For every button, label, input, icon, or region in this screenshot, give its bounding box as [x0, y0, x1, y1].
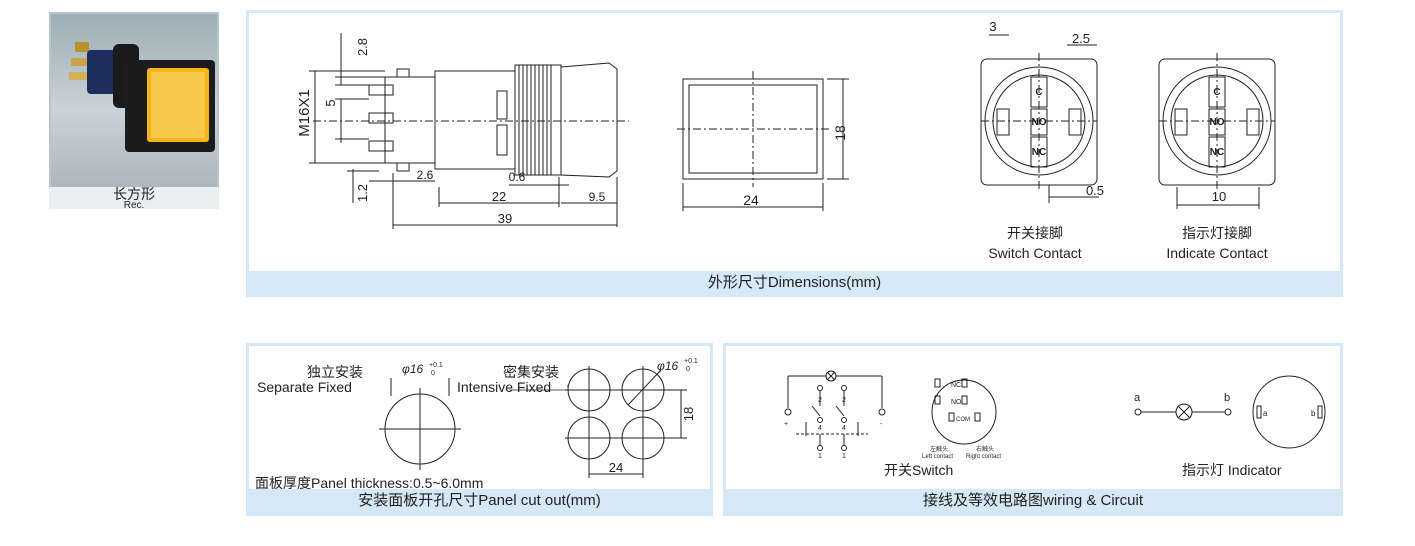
dimension-drawing: 2.8 M16X1 5 1.2 2.6 0.6 22 9.5 39 24 18 … [296, 19, 1276, 261]
indicate-pin-c: C [1213, 87, 1220, 98]
switch-pin-no-label: NO [951, 399, 962, 406]
cutout-dim-24: 24 [609, 460, 623, 475]
switch-pin-c: C [1035, 87, 1042, 98]
indicate-contact-cn: 指示灯接脚 [1182, 225, 1252, 241]
indicator-pin-b: b [1311, 409, 1316, 418]
dim-0-5: 0.5 [1086, 183, 1104, 198]
product-caption: 长方形 Rec. [49, 186, 219, 211]
dim-thread: M16X1 [296, 89, 313, 137]
right-contact-en: Right contact [966, 454, 1001, 460]
cutout-panel: φ16 +0.1 0 φ16 +0.1 0 18 24 独立安装 Separat… [246, 343, 713, 516]
indicator-node-a: a [1134, 392, 1141, 404]
separate-cn: 独立安装 [307, 364, 363, 380]
right-contact-cn: 右触头 [976, 445, 994, 453]
wiring-title: 接线及等效电路图wiring & Circuit [922, 492, 1144, 509]
indicator-node-b: b [1224, 392, 1230, 404]
switch-node-2b: 2 [842, 397, 846, 404]
wiring-drawing: + - 2 2 4 4 1 1 NC NO COM 左触头 Left conta… [784, 370, 1326, 460]
dim-0-6: 0.6 [509, 170, 526, 184]
indicate-contact-en: Indicate Contact [1166, 245, 1267, 261]
indicator-pin-circle [1252, 375, 1326, 449]
indicate-pin-no: NO [1210, 117, 1225, 128]
bezel [514, 64, 562, 176]
dim-3: 3 [989, 19, 996, 34]
dim-22: 22 [492, 189, 506, 204]
dim-1-2: 1.2 [355, 184, 370, 202]
switch-label: 开关Switch [884, 462, 954, 478]
indicate-pin-nc: NC [1210, 147, 1224, 158]
cap [560, 62, 618, 178]
switch-minus: - [880, 421, 883, 428]
left-contact-en: Left contact [922, 454, 953, 460]
intensive-en: Intensive Fixed [457, 379, 552, 395]
intensive-tol-lower: 0 [686, 366, 690, 373]
left-contact-cn: 左触头 [930, 445, 948, 453]
switch-contact-en: Switch Contact [988, 245, 1081, 261]
dimensions-title-bar: 外形尺寸Dimensions(mm) [249, 271, 1340, 294]
separate-en: Separate Fixed [257, 379, 352, 395]
product-thumbnail: 长方形 Rec. [49, 12, 219, 211]
switch-node-1b: 1 [842, 453, 846, 460]
switch-pin-nc-label: NC [951, 382, 961, 389]
dim-2-5: 2.5 [1072, 31, 1090, 46]
cutout-dim-18: 18 [681, 407, 696, 421]
cutout-title: 安装面板开孔尺寸Panel cut out(mm) [358, 492, 601, 509]
product-name-cn: 长方形 [113, 186, 155, 202]
switch-node-1a: 1 [818, 453, 822, 460]
wiring-panel: + - 2 2 4 4 1 1 NC NO COM 左触头 Left conta… [723, 343, 1343, 516]
switch-pin-com-label: COM [956, 417, 970, 423]
switch-pin-nc: NC [1032, 147, 1046, 158]
cutout-drawing: φ16 +0.1 0 φ16 +0.1 0 18 24 [379, 358, 698, 478]
product-photo [51, 14, 217, 189]
dim-2-6: 2.6 [417, 168, 434, 182]
dim-18: 18 [832, 125, 848, 141]
indicator-label: 指示灯 Indicator [1182, 462, 1282, 478]
dim-24: 24 [743, 192, 759, 208]
switch-node-4a: 4 [818, 425, 822, 432]
separate-tol-lower: 0 [431, 370, 435, 377]
dim-39: 39 [498, 211, 512, 226]
switch-pin-no: NO [1032, 117, 1047, 128]
switch-node-4b: 4 [842, 425, 846, 432]
dim-2-8: 2.8 [355, 38, 370, 56]
switch-pin-circle [931, 379, 997, 445]
panel-thickness: 面板厚度Panel thickness:0.5~6.0mm [255, 475, 484, 491]
indicator-pin-a: a [1263, 409, 1268, 418]
cutout-title-bar: 安装面板开孔尺寸Panel cut out(mm) [249, 489, 710, 513]
separate-phi: φ16 [402, 362, 424, 376]
indicator-lamp-symbol [1175, 403, 1193, 421]
switch-plus: + [784, 421, 788, 428]
intensive-cn: 密集安装 [503, 364, 559, 380]
switch-node-2a: 2 [818, 397, 822, 404]
dim-5: 5 [323, 99, 338, 106]
housing-mid [434, 70, 516, 170]
dimensions-title: 外形尺寸Dimensions(mm) [707, 274, 882, 291]
intensive-phi: φ16 [657, 359, 679, 373]
dimensions-panel: 2.8 M16X1 5 1.2 2.6 0.6 22 9.5 39 24 18 … [246, 10, 1343, 297]
switch-contact-cn: 开关接脚 [1007, 225, 1063, 241]
wiring-title-bar: 接线及等效电路图wiring & Circuit [726, 489, 1340, 513]
pushbutton-photo-illustration [69, 42, 215, 152]
dim-10: 10 [1212, 189, 1226, 204]
separate-tol-upper: +0.1 [429, 362, 443, 369]
intensive-tol-upper: +0.1 [684, 358, 698, 365]
product-name-en: Rec. [123, 200, 145, 211]
dim-9-5: 9.5 [589, 190, 606, 204]
